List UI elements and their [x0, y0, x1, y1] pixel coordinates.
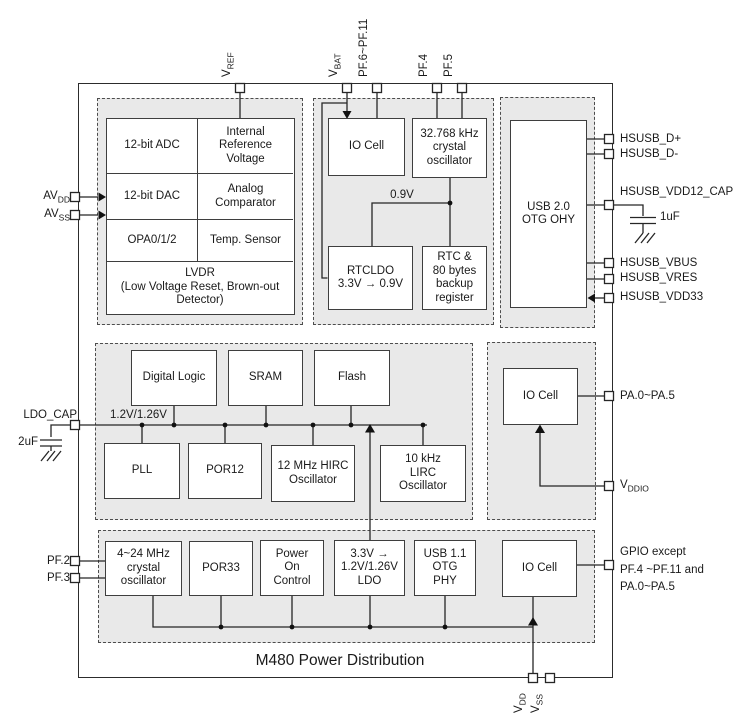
cap-1uf-plates	[630, 216, 656, 225]
pad-vss	[544, 672, 556, 684]
diagram-title: M480 Power Distribution	[255, 652, 425, 669]
pin-label-avss: AVSS	[44, 208, 70, 223]
analog-block-table: 12-bit ADC Internal Reference Voltage 12…	[106, 118, 295, 315]
pin-label-hsusb-vbus: HSUSB_VBUS	[620, 257, 698, 269]
pad-vbat	[341, 82, 353, 94]
block-lirc: 10 kHz LIRC Oscillator	[380, 445, 466, 502]
pin-label-pf6-11: PF.6~PF.11	[358, 18, 370, 77]
block-ldo: 3.3V → 1.2V/1.26V LDO	[334, 540, 405, 596]
pad-hsusb-vbus	[603, 257, 615, 269]
pad-avss	[69, 209, 81, 221]
cap-2uf-plates	[40, 439, 62, 447]
block-xtal-32k: 32.768 kHz crystal oscillator	[412, 118, 487, 178]
pad-hsusb-dm	[603, 148, 615, 160]
block-power-on-control: Power On Control	[260, 540, 324, 596]
junction-09v	[447, 200, 453, 206]
block-lvdr: LVDR (Low Voltage Reset, Brown-out Detec…	[120, 267, 280, 307]
block-digital-logic: Digital Logic	[131, 350, 217, 406]
block-dac: 12-bit DAC	[107, 174, 198, 220]
block-io-cell-mid: IO Cell	[503, 368, 578, 425]
wire-vdd-rail	[152, 596, 533, 628]
pad-pf6-11	[371, 82, 383, 94]
pin-label-vddio: VDDIO	[620, 479, 649, 494]
wire-vbat-to-rtcldo	[321, 102, 347, 279]
pin-label-pf4: PF.4	[418, 53, 430, 77]
net-label-0v9: 0.9V	[390, 189, 414, 201]
wire-ldocap-cap	[50, 424, 71, 437]
pin-label-vss: VSS	[530, 693, 545, 713]
block-temp-sensor: Temp. Sensor	[198, 220, 293, 262]
arrow-avdd-right	[98, 192, 106, 202]
pad-hsusb-vres	[603, 273, 615, 285]
ground-2uf	[40, 450, 62, 462]
pad-avdd	[69, 191, 81, 203]
pad-ldo-cap	[69, 419, 81, 431]
block-sram: SRAM	[228, 350, 303, 406]
block-hirc: 12 MHz HIRC Oscillator	[271, 445, 355, 502]
arrow-ldo-up	[365, 424, 375, 433]
wire-09v-branch	[371, 202, 450, 246]
pin-label-avdd: AVDD	[43, 190, 70, 205]
pin-label-hsusb-dm: HSUSB_D-	[620, 148, 679, 160]
pad-gpio	[603, 559, 615, 571]
pin-label-vdd: VDD	[513, 693, 528, 713]
pad-pf3	[69, 572, 81, 584]
block-rtcldo: RTCLDO 3.3V → 0.9V	[328, 246, 413, 310]
pin-label-ldo-cap: LDO_CAP	[23, 409, 77, 421]
block-internal-reference: Internal Reference Voltage	[198, 119, 293, 174]
ground-1uf	[634, 232, 656, 244]
block-usb11-otg-phy: USB 1.1 OTG PHY	[414, 540, 476, 596]
pin-label-hsusb-dp: HSUSB_D+	[620, 133, 682, 145]
pad-hsusb-dp	[603, 133, 615, 145]
pad-pa05	[603, 390, 615, 402]
cap-label-1uf: 1uF	[660, 211, 680, 223]
arrow-vdd33-left	[587, 293, 595, 303]
arrow-vbat-down	[342, 111, 352, 119]
pad-pf2	[69, 555, 81, 567]
pin-label-pf3: PF.3	[46, 572, 70, 584]
block-xtal-424: 4~24 MHz crystal oscillator	[105, 541, 182, 596]
block-io-cell-top: IO Cell	[328, 118, 405, 176]
pin-label-vref: VREF	[221, 52, 236, 77]
block-por33: POR33	[189, 541, 253, 596]
wire-vddio	[539, 432, 605, 487]
pin-label-hsusb-vdd33: HSUSB_VDD33	[620, 291, 704, 303]
block-por12: POR12	[188, 443, 262, 499]
block-pll: PLL	[104, 443, 180, 499]
pad-pf4	[431, 82, 443, 94]
pin-label-vbat: VBAT	[328, 53, 343, 77]
pin-label-hsusb-vdd12-cap: HSUSB_VDD12_CAP	[620, 186, 734, 198]
net-label-1v2: 1.2V/1.26V	[110, 409, 167, 421]
pin-label-pf5: PF.5	[443, 53, 455, 77]
pad-vref	[234, 82, 246, 94]
wire-vdd12-cap	[613, 204, 644, 216]
block-opa: OPA0/1/2	[107, 220, 198, 262]
block-rtc-backup: RTC & 80 bytes backup register	[422, 246, 487, 310]
pad-hsusb-vdd33	[603, 292, 615, 304]
pad-pf5	[456, 82, 468, 94]
pad-vddio	[603, 480, 615, 492]
arrow-avss-right	[98, 210, 106, 220]
arrow-vdd-up	[528, 617, 538, 626]
pin-label-pf2: PF.2	[46, 555, 70, 567]
pin-label-hsusb-vres: HSUSB_VRES	[620, 272, 698, 284]
block-io-cell-bot: IO Cell	[502, 540, 577, 597]
block-flash: Flash	[314, 350, 390, 406]
pin-label-pa0-5: PA.0~PA.5	[620, 390, 675, 402]
arrow-vddio-up	[535, 424, 545, 433]
block-adc: 12-bit ADC	[107, 119, 198, 174]
block-usb20-otg: USB 2.0 OTG OHY	[510, 120, 587, 308]
pad-vdd	[527, 672, 539, 684]
block-analog-comparator: Analog Comparator	[198, 174, 293, 220]
cap-label-2uf: 2uF	[18, 436, 38, 448]
pad-hsusb-vdd12	[603, 199, 615, 211]
pin-label-gpio: GPIO except PF.4 ~PF.11 and PA.0~PA.5	[620, 546, 704, 593]
